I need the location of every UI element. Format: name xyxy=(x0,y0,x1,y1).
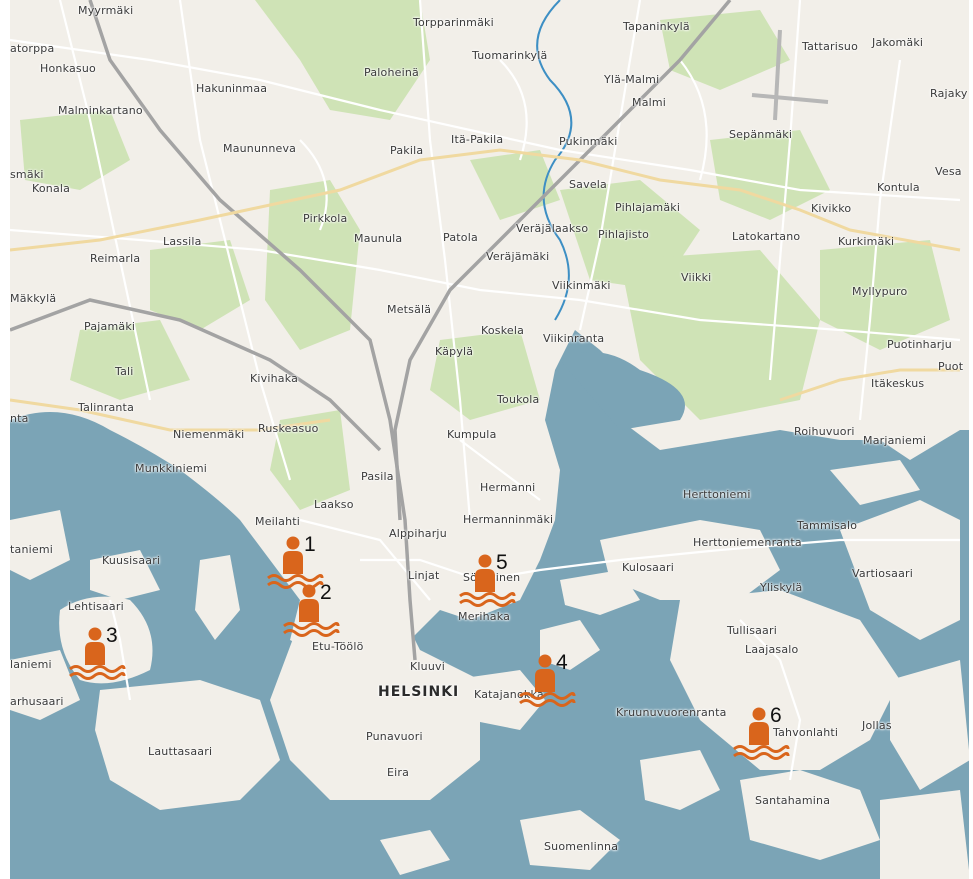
beach-marker-2[interactable]: 2 xyxy=(282,581,344,644)
ring-roads xyxy=(9,148,961,432)
swimmer-icon xyxy=(69,627,126,680)
swimmer-icon xyxy=(283,584,340,637)
swimmer-icon xyxy=(267,536,324,589)
left-frame xyxy=(0,0,10,879)
beach-marker-3[interactable]: 3 xyxy=(68,624,130,687)
islands xyxy=(10,460,970,879)
marker-number: 5 xyxy=(496,551,508,574)
marker-number: 2 xyxy=(320,581,332,604)
marker-number: 1 xyxy=(304,533,316,556)
beach-marker-1[interactable]: 1 xyxy=(266,533,328,596)
beach-marker-6[interactable]: 6 xyxy=(732,704,794,767)
marker-number: 4 xyxy=(556,651,568,674)
vantaa-river xyxy=(536,0,573,321)
swimmer-icon xyxy=(459,554,516,607)
beach-marker-5[interactable]: 5 xyxy=(458,551,520,614)
swimmer-icon xyxy=(519,654,576,707)
airport-runways xyxy=(751,29,829,121)
motorways xyxy=(9,0,732,661)
right-frame xyxy=(969,0,973,879)
swimmer-icon xyxy=(733,707,790,760)
marker-number: 6 xyxy=(770,704,782,727)
beach-marker-4[interactable]: 4 xyxy=(518,651,580,714)
marker-number: 3 xyxy=(106,624,118,647)
minor-roads xyxy=(9,0,961,781)
